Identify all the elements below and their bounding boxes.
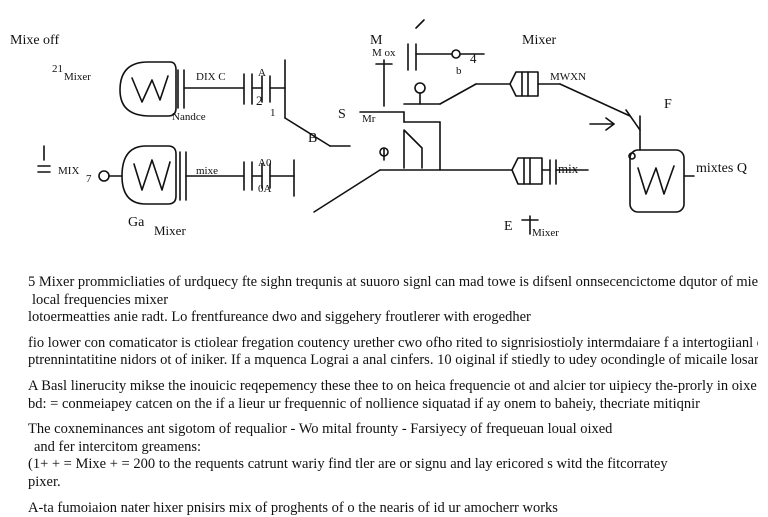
text-line: pixer.: [28, 473, 61, 490]
text-line: and fer intercitom greamens:: [34, 438, 202, 455]
label-top-max: M ox: [372, 47, 396, 59]
label-mix-left-mid: MIX: [58, 165, 80, 177]
label-eq-7: 7: [86, 173, 92, 185]
e-terminal-symbol: [521, 215, 539, 235]
text-line: fio lower con comaticator is ctiolear fr…: [28, 334, 758, 351]
label-mixer-bottom: Mixer: [154, 223, 186, 238]
label-top-4: 4: [470, 51, 477, 66]
text-line: lotoermeatties anie radt. Lo frentfurean…: [28, 309, 531, 326]
label-top-left: Mixe off: [10, 33, 60, 48]
label-ga: Ga: [128, 215, 145, 230]
label-s: S: [338, 107, 346, 122]
upper-left-mixer-symbol: [119, 59, 351, 147]
text-line: ptrennintatitine nidors ot of iniker. If…: [28, 352, 758, 369]
mixer-circuit-diagram: [37, 19, 695, 235]
label-mwxn: MWXN: [550, 71, 587, 83]
label-bottom-small: Mixer: [532, 227, 559, 239]
label-nandce: Nandce: [172, 111, 206, 123]
text-line: The coxneminances ant sigotom of requali…: [28, 421, 613, 438]
label-e: E: [504, 219, 513, 234]
label-a: A: [258, 67, 266, 79]
upper-right-mixer-symbol: [509, 71, 641, 131]
label-mixer-left-num: 21: [52, 63, 63, 75]
lower-left-mixer-symbol: [98, 145, 295, 205]
text-line: 5 Mixer prommicliaties of urdquecy fte s…: [28, 274, 758, 290]
label-mixer-right-title: Mixer: [522, 33, 557, 48]
text-line: A-ta fumoiaion nater hixer pnisirs mix o…: [28, 499, 558, 516]
label-top-b: b: [456, 65, 462, 77]
label-dix-c: DIX C: [196, 71, 226, 83]
label-mixer-left-top: Mixer: [64, 71, 91, 83]
label-top-m: M: [370, 33, 383, 48]
center-local-oscillator: [313, 19, 513, 213]
output-mixer-box: [628, 115, 695, 213]
text-line: (1+ + = Mixe + = 200 to the requents cat…: [28, 456, 668, 473]
label-mixe-mid: mixe: [196, 165, 218, 177]
text-line: bd: = conmeiapey catcen on the if a lieu…: [28, 395, 700, 412]
description-text: 5 Mixer prommicliaties of urdquecy fte s…: [28, 274, 758, 517]
text-line: local frequencies mixer: [32, 291, 169, 308]
lower-right-mixer-symbol: [511, 157, 589, 185]
label-mix-right-mid: mix: [558, 161, 579, 176]
label-b: B: [308, 131, 318, 146]
label-f: F: [664, 97, 672, 112]
label-mixtes-q: mixtes Q: [696, 161, 747, 176]
left-input-terminal: [37, 145, 51, 173]
label-mr: Mr: [362, 113, 376, 125]
label-num-1: 1: [270, 107, 276, 119]
label-a0-sub: 0A: [258, 183, 272, 195]
label-num-2: 2: [256, 93, 263, 108]
text-line: A Basl linerucity mikse the inouicic req…: [28, 377, 758, 394]
label-a0-mid: A0: [258, 157, 272, 169]
